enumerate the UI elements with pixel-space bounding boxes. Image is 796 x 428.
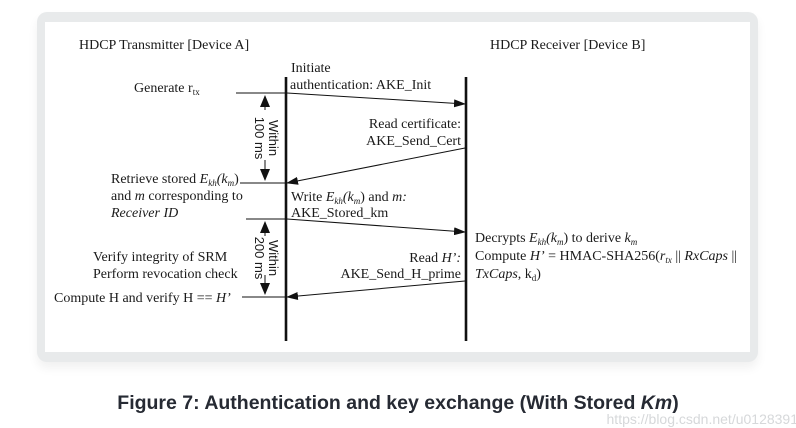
timing-bracket-200ms: Within 200 ms — [252, 221, 281, 295]
note-decrypt: Decrypts Ekh(km) to derive km — [475, 231, 638, 247]
message-label-ake-send-h-prime-line1: Read H’: — [409, 251, 461, 266]
note-generate-rtx: Generate rtx — [134, 81, 200, 97]
message-label-ake-stored-km-line1: Write Ekh(km) and m: — [291, 190, 407, 206]
message-arrow-ake-send-cert — [286, 147, 466, 185]
figure-card — [37, 12, 758, 362]
figure-caption: Figure 7: Authentication and key exchang… — [0, 392, 796, 415]
arrow-down-icon — [260, 169, 270, 181]
note-retrieve-line1: Retrieve stored Ekh(km) — [111, 172, 239, 188]
message-arrow-ake-init — [286, 92, 466, 108]
timing-label-line1: Within — [266, 240, 281, 276]
caption-italic-text: Km — [640, 392, 673, 414]
message-label-ake-send-cert-line2: AKE_Send_Cert — [366, 134, 461, 149]
arrow-up-icon — [260, 95, 270, 107]
caption-suffix: ) — [672, 392, 679, 414]
caption-text: Figure 7: Authentication and key exchang… — [117, 392, 641, 414]
figure-canvas — [45, 22, 750, 352]
message-arrow-ake-stored-km — [286, 218, 466, 236]
message-arrow-ake-send-h-prime — [286, 280, 466, 300]
participant-transmitter: HDCP Transmitter [Device A] — [79, 38, 249, 53]
message-label-ake-send-cert-line1: Read certificate: — [369, 117, 461, 132]
watermark-url: https://blog.csdn.net/u0128391 — [606, 411, 796, 427]
message-label-ake-init-line1: Initiate — [291, 61, 331, 76]
message-label-ake-send-h-prime-line2: AKE_Send_H_prime — [340, 267, 461, 282]
message-label-ake-init-line2: authentication: AKE_Init — [290, 78, 431, 93]
arrow-down-icon — [260, 283, 270, 295]
note-compute-h: Compute H and verify H == H’ — [54, 291, 231, 306]
note-verify-srm: Verify integrity of SRM — [93, 250, 228, 265]
note-retrieve-line2: and m corresponding to — [111, 189, 243, 204]
timing-bracket-100ms: Within 100 ms — [252, 95, 281, 181]
note-compute-h-prime-line2: TxCaps, kd) — [475, 267, 541, 283]
note-revocation-check: Perform revocation check — [93, 267, 238, 282]
timing-label-line2: 100 ms — [252, 117, 267, 160]
note-retrieve-line3: Receiver ID — [110, 206, 178, 221]
note-compute-h-prime-line1: Compute H’ = HMAC-SHA256(rtx || RxCaps |… — [475, 249, 737, 265]
participant-receiver: HDCP Receiver [Device B] — [490, 38, 645, 53]
timing-label-line1: Within — [266, 120, 281, 156]
message-label-ake-stored-km-line2: AKE_Stored_km — [291, 206, 388, 221]
timing-label-line2: 200 ms — [252, 237, 267, 280]
arrow-up-icon — [260, 221, 270, 233]
